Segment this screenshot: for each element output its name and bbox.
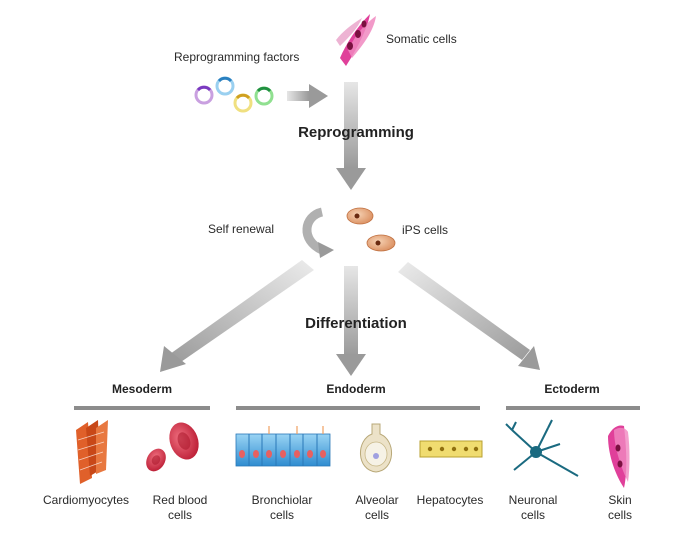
differentiation-arrows [160, 260, 540, 376]
ectoderm-bar [506, 406, 640, 410]
ips-cells-icon [346, 207, 396, 252]
cell-label-line2: cells [520, 508, 546, 522]
cell-label-line1: Red blood [152, 493, 208, 507]
cell-label-alveolar-cells: Alveolar cells [355, 493, 398, 523]
cell-label-neuronal-cells: Neuronal cells [509, 493, 558, 523]
cardiomyocytes-icon [76, 420, 108, 484]
skin-cells-icon [608, 425, 630, 488]
mesoderm-bar [74, 406, 210, 410]
cell-label-line1: Hepatocytes [416, 493, 484, 507]
cell-label-line2: cells [269, 508, 295, 522]
differentiation-heading: Differentiation [305, 315, 407, 332]
somatic-cells-icon [336, 14, 376, 66]
cell-label-line2: cells [607, 508, 633, 522]
cell-label-bronchiolar-cells: Bronchiolar cells [252, 493, 313, 523]
cell-label-cardiomyocytes: Cardiomyocytes [43, 493, 129, 508]
cell-label-line1: Alveolar [355, 493, 399, 507]
cell-label-red-blood-cells: Red blood cells [153, 493, 208, 523]
germ-layer-ectoderm: Ectoderm [544, 382, 600, 396]
ips-cells-label: iPS cells [402, 223, 449, 237]
cell-label-line2: cells [167, 508, 192, 522]
germ-layer-mesoderm: Mesoderm [111, 382, 173, 396]
cell-label-line1: Cardiomyocytes [42, 493, 130, 507]
cell-label-line1: Skin [608, 493, 632, 507]
neuronal-cells-icon [505, 419, 579, 477]
cell-label-line1: Neuronal [508, 493, 558, 507]
plasmid-icons [194, 76, 274, 113]
factors-arrow [287, 84, 328, 108]
self-renewal-arrow [302, 207, 334, 258]
cell-label-skin-cells: Skin cells [608, 493, 632, 523]
reprogramming-heading: Reprogramming [298, 124, 414, 141]
cell-label-hepatocytes: Hepatocytes [417, 493, 484, 508]
cell-label-line2: cells [364, 508, 390, 522]
germ-layer-endoderm: Endoderm [326, 382, 386, 396]
alveolar-cells-icon [360, 423, 392, 473]
somatic-cells-label: Somatic cells [386, 32, 457, 46]
endoderm-bar [236, 406, 480, 410]
red-blood-cells-icon [146, 422, 199, 472]
cell-label-line1: Bronchiolar [251, 493, 313, 507]
bronchiolar-cells-icon [235, 426, 331, 467]
reprogramming-factors-label: Reprogramming factors [174, 50, 300, 64]
reprogramming-arrow [336, 82, 366, 190]
hepatocytes-icon [419, 440, 483, 458]
self-renewal-label: Self renewal [208, 222, 275, 236]
